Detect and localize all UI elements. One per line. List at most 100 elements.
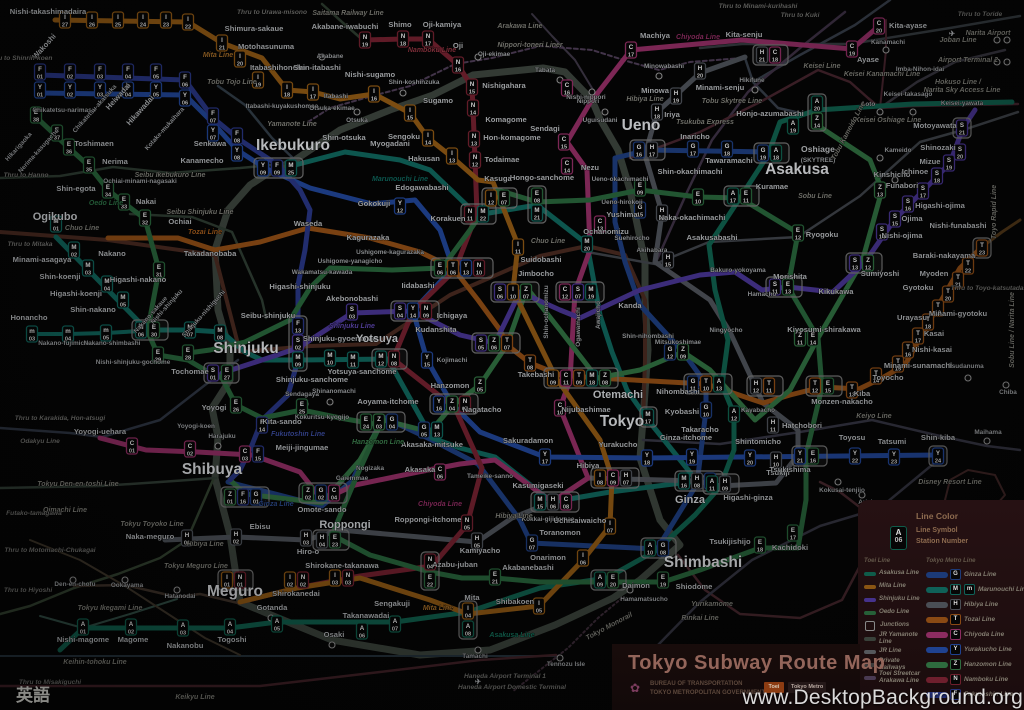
svg-text:25: 25 bbox=[115, 22, 121, 28]
legend-toei-item: JR Line bbox=[864, 645, 926, 658]
station-label: Mitsukoshimae bbox=[655, 339, 702, 346]
station-badge-Y01: Y01 bbox=[33, 81, 47, 99]
station-badge-M02: M02 bbox=[67, 241, 81, 259]
legend-item-label: Toei Streetcar Arakawa Line bbox=[879, 670, 921, 684]
station-label: Tatsumi bbox=[878, 437, 907, 446]
station-badge-I09: I09 bbox=[546, 369, 560, 387]
station-badge-H21: H21 bbox=[755, 46, 769, 64]
station-badge-F05: F05 bbox=[149, 63, 163, 81]
station-badge-C09: C09 bbox=[606, 469, 620, 487]
svg-text:N: N bbox=[346, 572, 351, 579]
rail-line-asakusa bbox=[57, 99, 1015, 653]
svg-text:F: F bbox=[126, 66, 130, 73]
svg-text:N: N bbox=[463, 398, 468, 405]
station-label: Tsukijishijo bbox=[709, 537, 751, 546]
line-name-label: Keikyu Line bbox=[175, 694, 214, 701]
station-label: Kokkai-gijidomae bbox=[522, 516, 575, 523]
station-label: Shibuya bbox=[182, 461, 243, 478]
thru-service-label: Futako-tamagawa bbox=[6, 510, 62, 517]
svg-text:08: 08 bbox=[694, 483, 700, 489]
svg-text:C: C bbox=[243, 448, 248, 455]
station-label: Edogawabashi bbox=[395, 183, 448, 192]
svg-text:Z: Z bbox=[478, 379, 482, 386]
svg-text:36: 36 bbox=[66, 149, 72, 155]
station-badge-I08: I08 bbox=[593, 469, 607, 487]
station-label: Shinjuku-gyoemmae bbox=[303, 334, 377, 343]
svg-text:04: 04 bbox=[125, 92, 132, 98]
svg-text:E: E bbox=[661, 574, 665, 581]
station-label: Tsukiji bbox=[766, 468, 790, 477]
svg-text:H: H bbox=[655, 106, 660, 113]
station-label: Hikifune bbox=[739, 77, 765, 84]
station-label: Shimo bbox=[388, 20, 412, 29]
svg-text:C: C bbox=[877, 20, 882, 27]
station-badge-S18: S18 bbox=[930, 167, 944, 185]
svg-text:M: M bbox=[187, 324, 192, 331]
station-label: Tabata bbox=[535, 67, 556, 74]
svg-text:17: 17 bbox=[542, 459, 548, 465]
legend-swatch bbox=[864, 597, 876, 602]
rail-line-keikyu bbox=[0, 653, 558, 688]
station-label: Nishi-funabashi bbox=[930, 221, 987, 230]
legend-swatch bbox=[864, 610, 876, 615]
station-label: Kasumigaseki bbox=[512, 481, 563, 490]
station-badge-Y08: Y08 bbox=[230, 144, 244, 162]
svg-text:A: A bbox=[774, 147, 779, 154]
thru-service-label: Odakyu Line bbox=[20, 438, 60, 445]
legend-swatch bbox=[926, 586, 948, 593]
legend-toei-header: Toei Line bbox=[864, 558, 891, 564]
station-badge-I14: I14 bbox=[421, 129, 435, 147]
station-badge-H06: H06 bbox=[546, 493, 560, 511]
station-label: Ueno-hirokoji bbox=[601, 199, 642, 206]
svg-text:S: S bbox=[906, 198, 910, 205]
svg-text:F: F bbox=[256, 448, 260, 455]
station-label: Nishi-kasai bbox=[912, 345, 952, 354]
svg-text:15: 15 bbox=[537, 504, 543, 510]
svg-text:Y: Y bbox=[853, 450, 858, 457]
svg-text:13: 13 bbox=[597, 226, 603, 232]
svg-text:04: 04 bbox=[465, 613, 472, 619]
svg-text:03: 03 bbox=[29, 336, 35, 342]
svg-text:11: 11 bbox=[766, 388, 772, 394]
station-label: Kameido bbox=[885, 147, 912, 154]
station-label: Minami-sunamachi bbox=[884, 361, 952, 370]
station-label: Oshiage bbox=[801, 144, 835, 154]
svg-text:I: I bbox=[312, 86, 314, 93]
station-badge-A19: A19 bbox=[786, 117, 800, 135]
station-label: Oji-kamiya bbox=[423, 20, 462, 29]
thru-service-label: Thru to Toride bbox=[958, 11, 1003, 18]
station-label: Gyotoku bbox=[903, 283, 934, 292]
station-label: Ayase bbox=[857, 55, 879, 64]
station-badge-E23: E23 bbox=[328, 531, 342, 549]
station-label: Meguro bbox=[207, 583, 263, 600]
station-label: Gotanda bbox=[257, 603, 289, 612]
station-badge-N12: N12 bbox=[468, 151, 482, 169]
legend-line-letter: C bbox=[950, 629, 961, 640]
svg-text:E: E bbox=[796, 227, 800, 234]
station-label: Shin-okachimachi bbox=[658, 167, 723, 176]
svg-text:13: 13 bbox=[471, 141, 477, 147]
station-label: Asakusabashi bbox=[686, 233, 737, 242]
station-label: Ookayama bbox=[111, 582, 144, 589]
svg-text:14: 14 bbox=[814, 123, 821, 129]
svg-text:07: 07 bbox=[187, 332, 193, 338]
station-label: Nishigahara bbox=[482, 81, 526, 90]
station-badge-T12: T12 bbox=[808, 377, 822, 395]
svg-text:08: 08 bbox=[534, 198, 540, 204]
line-name-label: Keisei Oshiage Line bbox=[855, 117, 922, 124]
svg-text:Z: Z bbox=[228, 491, 232, 498]
station-badge-M06: M06 bbox=[134, 321, 148, 339]
line-name-label: Shinjuku Line bbox=[329, 323, 375, 330]
station-badge-A13: A13 bbox=[712, 375, 726, 393]
station-badge-Y02: Y02 bbox=[63, 81, 77, 99]
station-badge-H09: H09 bbox=[718, 475, 732, 493]
station-badge-G11: G11 bbox=[686, 375, 700, 393]
svg-text:03: 03 bbox=[303, 540, 309, 546]
svg-text:08: 08 bbox=[234, 155, 240, 161]
svg-text:Z: Z bbox=[878, 184, 882, 191]
svg-text:Z: Z bbox=[306, 487, 310, 494]
svg-text:M: M bbox=[584, 238, 589, 245]
svg-text:12: 12 bbox=[865, 265, 871, 271]
station-badge-S19: S19 bbox=[942, 154, 956, 172]
station-label: Itabashi-kuyakushomae bbox=[246, 103, 319, 110]
